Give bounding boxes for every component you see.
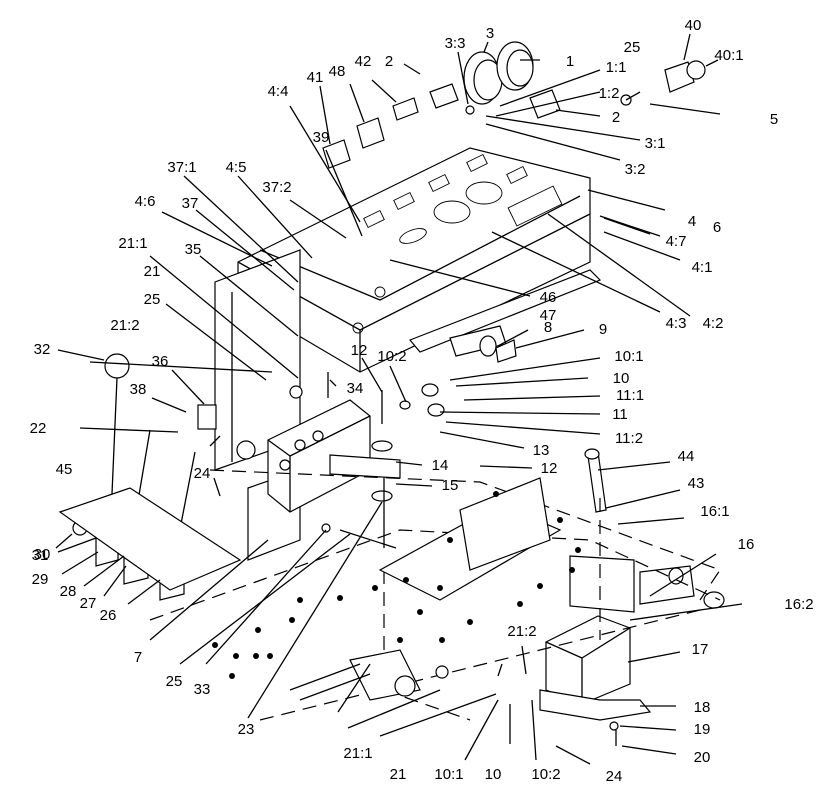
callout-label: 8 (544, 319, 552, 336)
callout-label: 21 (390, 766, 407, 783)
callout-label: 31 (32, 547, 49, 564)
callout-label: 1:2 (599, 85, 620, 102)
callout-label: 1 (566, 53, 574, 70)
callout-label: 4:1 (692, 259, 713, 276)
callout-label: 42 (355, 53, 372, 70)
callout-label: 21:1 (343, 745, 372, 762)
callout-label: 24 (606, 768, 623, 785)
callout-label: 38 (130, 381, 147, 398)
right-side-parts (449, 325, 725, 746)
mounting-holes (212, 491, 581, 679)
callout-label: 2 (385, 53, 393, 70)
callout-label: 21 (144, 263, 161, 280)
callout-label: 4:7 (666, 233, 687, 250)
callout-label: 37:2 (262, 179, 291, 196)
callout-label: 3:2 (625, 161, 646, 178)
control-panel (214, 147, 602, 471)
callouts: 1 1:1 1:2 2 2 3 3:1 3:2 3:3 4 4:1 4:2 4:… (30, 17, 814, 785)
callout-label: 25 (624, 39, 641, 56)
callout-label: 45 (56, 461, 73, 478)
callout-label: 35 (185, 241, 202, 258)
callout-label: 16:1 (700, 503, 729, 520)
callout-label: 12 (351, 342, 368, 359)
callout-label: 40 (685, 17, 702, 34)
callout-label: 4:6 (135, 193, 156, 210)
callout-label: 4:2 (703, 315, 724, 332)
callout-label: 46 (540, 289, 557, 306)
callout-label: 15 (442, 477, 459, 494)
callout-label: 10:2 (531, 766, 560, 783)
callout-label: 11:2 (615, 430, 643, 447)
callout-label: 29 (32, 571, 49, 588)
left-side-parts (58, 353, 301, 601)
callout-label: 40:1 (714, 47, 743, 64)
callout-label: 1:1 (606, 59, 627, 76)
callout-label: 10:1 (614, 348, 643, 365)
callout-label: 21:2 (507, 623, 536, 640)
callout-label: 16:2 (784, 596, 813, 613)
callout-label: 21:1 (118, 235, 147, 252)
callout-label: 27 (80, 595, 97, 612)
callout-label: 2 (612, 109, 620, 126)
callout-label: 11:1 (616, 387, 644, 404)
callout-label: 19 (694, 721, 711, 738)
callout-label: 32 (34, 341, 51, 358)
callout-label: 3:3 (445, 35, 466, 52)
callout-label: 4 (688, 213, 696, 230)
callout-label: 28 (60, 583, 77, 600)
callout-label: 10 (485, 766, 502, 783)
callout-label: 43 (688, 475, 705, 492)
callout-label: 4:3 (666, 315, 687, 332)
gauges-and-switches (322, 41, 706, 169)
callout-label: 25 (166, 673, 183, 690)
callout-label: 3 (486, 25, 494, 42)
callout-label: 22 (30, 420, 47, 437)
callout-label: 47 (540, 307, 557, 324)
callout-label: 21:2 (110, 317, 139, 334)
valve-block (267, 372, 445, 549)
callout-label: 12 (541, 460, 558, 477)
callout-label: 25 (144, 291, 161, 308)
callout-label: 5 (770, 111, 778, 128)
callout-label: 4:4 (268, 83, 289, 100)
callout-label: 7 (134, 649, 142, 666)
callout-label: 30 (34, 546, 51, 563)
callout-label: 39 (313, 129, 330, 146)
callout-label: 33 (194, 681, 211, 698)
callout-label: 3:1 (645, 135, 666, 152)
callout-label: 34 (347, 380, 364, 397)
callout-label: 20 (694, 749, 711, 766)
callout-label: 18 (694, 699, 711, 716)
callout-label: 48 (329, 63, 346, 80)
callout-label: 13 (533, 442, 550, 459)
callout-label: 36 (152, 353, 169, 370)
base-plate (149, 469, 721, 721)
callout-label: 37:1 (167, 159, 196, 176)
callout-label: 10:2 (377, 348, 406, 365)
callout-label: 9 (599, 321, 607, 338)
callout-label: 16 (738, 536, 755, 553)
callout-label: 26 (100, 607, 117, 624)
callout-label: 6 (713, 219, 721, 236)
callout-label: 44 (678, 448, 695, 465)
callout-label: 41 (307, 69, 324, 86)
callout-label: 24 (194, 465, 211, 482)
callout-label: 10:1 (434, 766, 463, 783)
callout-label: 4:5 (226, 159, 247, 176)
callout-label: 10 (613, 370, 630, 387)
callout-label: 11 (612, 406, 628, 423)
callout-label: 23 (238, 721, 255, 738)
callout-label: 17 (692, 641, 709, 658)
callout-label: 37 (182, 195, 199, 212)
callout-label: 14 (432, 457, 449, 474)
